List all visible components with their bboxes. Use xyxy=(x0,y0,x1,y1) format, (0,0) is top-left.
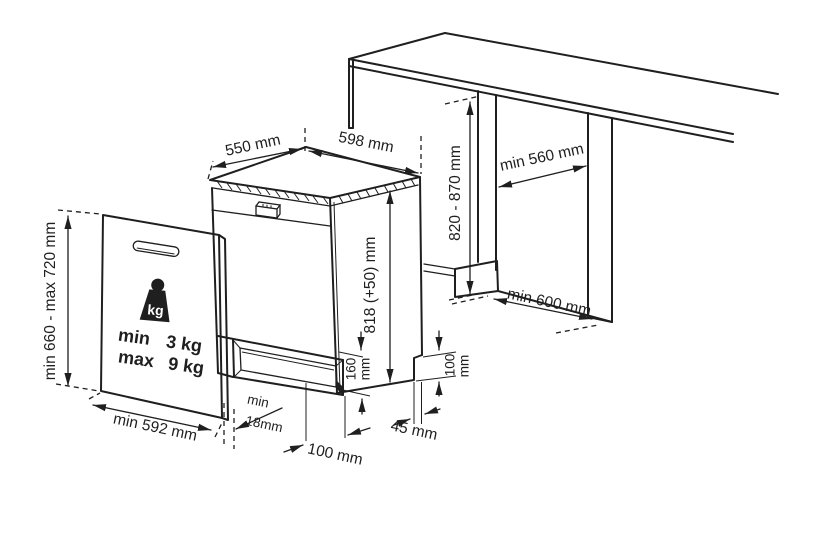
dim-rear-clearance: 100 mm xyxy=(415,330,472,397)
dim-dishwasher-height: 818 (+50) mm xyxy=(362,190,394,383)
panel-handle xyxy=(132,240,180,258)
weight-max-label: max xyxy=(117,346,155,371)
weight-min-label: min xyxy=(117,325,151,349)
base-height-value: 160 xyxy=(344,358,359,381)
kick-plate xyxy=(232,339,344,396)
dim-niche-depth: min 560 mm xyxy=(498,140,587,188)
niche-height-label: 820 - 870 mm xyxy=(447,145,464,241)
dishwasher-width-label: 550 mm xyxy=(224,131,282,159)
rear-clearance-unit: mm xyxy=(457,355,472,378)
dim-panel-gap: min 18mm xyxy=(223,391,284,449)
weight-max-value: 9 kg xyxy=(167,353,205,378)
countertop-drawing xyxy=(348,32,779,143)
panel-gap-label-1: min xyxy=(246,391,270,410)
weight-min-value: 3 kg xyxy=(165,331,203,356)
dim-niche-width: min 600 mm xyxy=(451,285,599,334)
kg-badge-label: kg xyxy=(147,301,165,318)
panel-gap-label-2: 18mm xyxy=(244,413,284,435)
rear-step-label: 45 mm xyxy=(389,417,439,443)
door-panel-drawing: kg min 3 kg max 9 kg xyxy=(100,214,229,421)
niche-width-label: min 600 mm xyxy=(506,285,593,319)
dim-front-clearance: 100 mm xyxy=(283,383,371,469)
dim-panel-height: min 660 - max 720 mm xyxy=(42,209,101,392)
dishwasher-height-label: 818 (+50) mm xyxy=(362,237,379,334)
kg-weight-icon: kg xyxy=(139,278,170,323)
dim-panel-width: min 592 mm xyxy=(88,392,224,445)
dim-niche-height: 820 - 870 mm xyxy=(444,95,483,301)
panel-width-label: min 592 mm xyxy=(112,410,199,444)
front-clearance-label: 100 mm xyxy=(306,440,364,468)
dim-rear-step: 45 mm xyxy=(389,382,441,444)
panel-height-label: min 660 - max 720 mm xyxy=(42,222,59,381)
rear-clearance-value: 100 xyxy=(443,354,458,377)
dishwasher-depth-label: 598 mm xyxy=(337,129,395,156)
dim-base-height: 160 mm xyxy=(338,331,373,415)
dim-dishwasher-width: 550 mm xyxy=(207,128,306,180)
top-edge-hatching xyxy=(216,178,416,205)
base-height-unit: mm xyxy=(358,358,373,381)
control-panel-display xyxy=(255,201,282,219)
